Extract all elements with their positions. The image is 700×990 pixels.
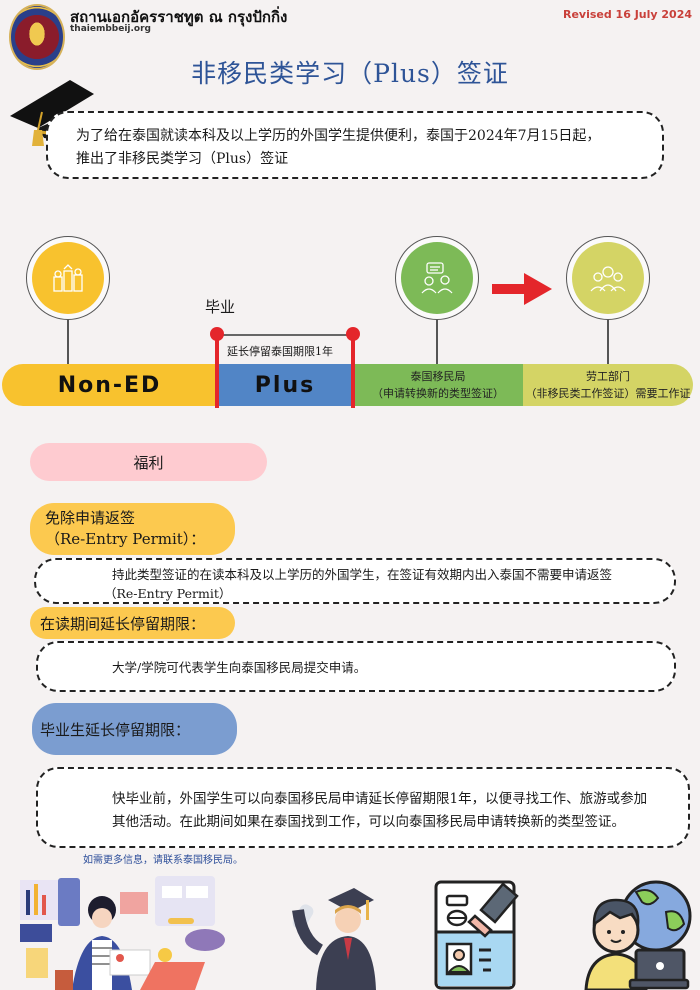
consultation-icon xyxy=(401,242,473,314)
graduation-label: 毕业 xyxy=(205,298,236,316)
graduation-marker xyxy=(215,334,219,408)
segment-plus: Plus xyxy=(217,364,353,406)
graduate-illustration xyxy=(292,888,376,990)
graduate-extension-tag: 毕业生延长停留期限： xyxy=(32,703,237,755)
arrow-right-icon xyxy=(492,273,552,305)
intro-box: 为了给在泰国就读本科及以上学历的外国学生提供便利，泰国于2024年7月15日起，… xyxy=(46,111,664,179)
global-worker-illustration xyxy=(584,880,692,990)
connector-line xyxy=(436,320,438,365)
study-extension-tag: 在读期间延长停留期限： xyxy=(30,607,235,639)
marker-dot xyxy=(346,327,360,341)
labor-circle xyxy=(566,236,650,320)
marker-dot xyxy=(210,327,224,341)
extension-end-marker xyxy=(351,334,355,408)
extend-stay-label: 延长停留泰国期限1年 xyxy=(227,345,333,358)
connector-line xyxy=(67,320,69,365)
page-title: 非移民类学习（Plus）签证 xyxy=(191,59,509,88)
reentry-description-box: 持此类型签证的在读本科及以上学历的外国学生，在签证有效期内出入泰国不需要申请返签… xyxy=(34,558,676,604)
bracket-line xyxy=(218,334,354,336)
online-work-illustration xyxy=(20,876,225,990)
more-info-note: 如需更多信息，请联系泰国移民局。 xyxy=(83,855,243,866)
students-icon xyxy=(32,242,104,314)
embassy-name: สถานเอกอัครราชทูต ณ กรุงปักกิ่ง xyxy=(70,8,288,26)
segment-non-ed: Non-ED xyxy=(2,364,217,406)
graduate-extension-box: 快毕业前，外国学生可以向泰国移民局申请延长停留期限1年，以便寻找工作、旅游或参加… xyxy=(36,767,690,848)
study-extension-box: 大学/学院可代表学生向泰国移民局提交申请。 xyxy=(36,641,676,692)
embassy-seal-icon xyxy=(9,4,65,70)
non-ed-circle xyxy=(26,236,110,320)
immigration-circle xyxy=(395,236,479,320)
connector-line xyxy=(607,320,609,365)
segment-immigration: 泰国移民局 （申请转换新的类型签证） xyxy=(353,364,523,406)
benefits-heading: 福利 xyxy=(30,443,267,481)
reentry-exemption-tag: 免除申请返签 （Re-Entry Permit）： xyxy=(30,503,235,555)
website-url[interactable]: thaiembbeij.org xyxy=(70,24,151,34)
revised-date: Revised 16 July 2024 xyxy=(562,8,692,21)
intro-line-1: 为了给在泰国就读本科及以上学历的外国学生提供便利，泰国于2024年7月15日起， xyxy=(76,128,601,144)
segment-labor: 劳工部门 （非移民类工作签证）需要工作证 xyxy=(523,364,693,406)
visa-passport-stamp-illustration xyxy=(434,880,519,990)
intro-line-2: 推出了非移民类学习（Plus）签证 xyxy=(76,151,289,167)
team-icon xyxy=(572,242,644,314)
